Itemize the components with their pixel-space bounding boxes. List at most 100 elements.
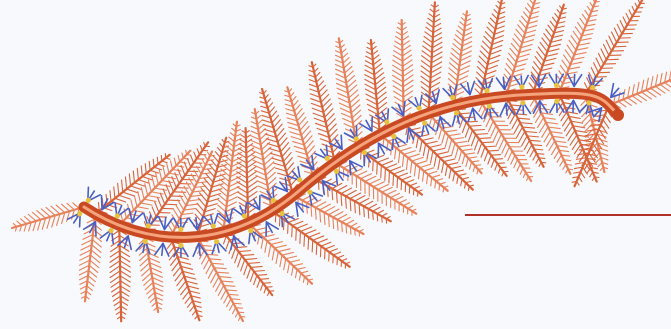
frond-barb xyxy=(523,172,525,177)
frond-barb xyxy=(443,187,444,191)
blue-filament xyxy=(573,100,574,112)
frond-barb xyxy=(582,14,587,21)
frond-barb xyxy=(544,132,550,142)
frond-barb xyxy=(204,143,206,147)
frond-barb xyxy=(365,79,375,84)
frond-barb xyxy=(455,147,458,158)
frond-barb xyxy=(386,217,390,219)
frond-barb xyxy=(427,148,429,160)
frond-barb xyxy=(473,166,475,172)
frond-barb xyxy=(403,60,413,66)
yellow-node xyxy=(271,198,276,203)
frond-barb xyxy=(430,77,440,83)
frond-barb xyxy=(430,83,440,88)
frond-barb xyxy=(185,296,191,303)
frond-barb xyxy=(120,276,130,282)
frond-barb xyxy=(320,210,321,222)
yellow-node xyxy=(454,110,459,115)
frond-barb xyxy=(144,199,156,201)
frond-barb xyxy=(377,158,388,162)
yellow-node xyxy=(487,104,492,109)
frond-barb xyxy=(522,136,528,146)
frond-barb xyxy=(174,210,180,219)
frond-barb xyxy=(205,156,208,161)
frond-barb xyxy=(300,231,301,243)
frond-barb xyxy=(382,187,392,192)
frond-barb xyxy=(355,126,362,133)
frond-barb xyxy=(141,203,153,205)
frond-barb xyxy=(320,204,331,210)
frond-barb xyxy=(271,242,283,245)
yellow-node xyxy=(362,150,367,155)
frond-barb xyxy=(418,168,419,179)
frond-barb xyxy=(628,98,637,104)
frond-rachis xyxy=(380,135,448,191)
frond-barb xyxy=(568,169,572,170)
frond-barb xyxy=(134,183,145,187)
frond-barb xyxy=(309,233,320,237)
frond-barb xyxy=(155,202,159,212)
frond-barb xyxy=(154,167,161,170)
blue-filament xyxy=(407,128,409,142)
frond-barb xyxy=(148,180,151,192)
frond-barb xyxy=(290,93,294,97)
frond-barb xyxy=(209,259,220,260)
frond-barb xyxy=(623,17,627,25)
frond-barb xyxy=(131,186,142,190)
frond-barb xyxy=(155,188,167,190)
frond-barb xyxy=(296,228,297,240)
frond-barb xyxy=(319,85,326,92)
yellow-node xyxy=(554,99,559,104)
frond-barb xyxy=(324,212,325,224)
frond-barb xyxy=(153,159,154,167)
frond-barb xyxy=(305,275,311,276)
frond-barb xyxy=(393,86,403,92)
frond-barb xyxy=(550,21,555,28)
frond-barb xyxy=(332,189,333,200)
frond-barb xyxy=(494,10,499,15)
frond-barb xyxy=(312,240,313,252)
yellow-node xyxy=(108,228,113,233)
frond-barb xyxy=(455,170,464,172)
frond-barb xyxy=(471,134,475,145)
frond-barb xyxy=(110,191,111,202)
frond-barb xyxy=(206,263,212,273)
yellow-node xyxy=(519,84,524,89)
blue-filament xyxy=(539,75,540,87)
frond-barb xyxy=(237,167,247,173)
frond-barb xyxy=(304,234,305,246)
frond-barb xyxy=(431,62,442,68)
frond-barb xyxy=(385,168,386,180)
frond-barb xyxy=(433,148,445,151)
frond-barb xyxy=(381,165,382,177)
frond-barb xyxy=(138,180,149,184)
frond-barb xyxy=(73,203,79,209)
frond-barb xyxy=(315,207,316,219)
frond-barb xyxy=(557,155,561,162)
frond-barb xyxy=(264,287,266,293)
frond-barb xyxy=(468,157,477,158)
frond-barb xyxy=(273,120,280,128)
frond-barb xyxy=(346,190,357,196)
frond-barb xyxy=(394,97,403,103)
frond-barb xyxy=(432,175,440,178)
frond-barb xyxy=(355,201,356,213)
frond-barb xyxy=(238,256,242,267)
frond-barb xyxy=(385,164,396,168)
frond-barb xyxy=(219,277,231,278)
frond-barb xyxy=(546,136,552,146)
frond-barb xyxy=(328,209,338,215)
frond-barb xyxy=(190,306,194,312)
frond-barb xyxy=(422,98,429,103)
frond-barb xyxy=(494,130,499,141)
frond-barb xyxy=(505,147,510,157)
frond-barb xyxy=(120,281,130,287)
frond-barb xyxy=(431,178,432,186)
frond-barb xyxy=(490,18,496,24)
frond-barb xyxy=(475,139,479,150)
frond-barb xyxy=(364,206,365,216)
frond-barb xyxy=(536,158,539,163)
frond-barb xyxy=(484,151,488,161)
frond-barb xyxy=(148,292,154,298)
